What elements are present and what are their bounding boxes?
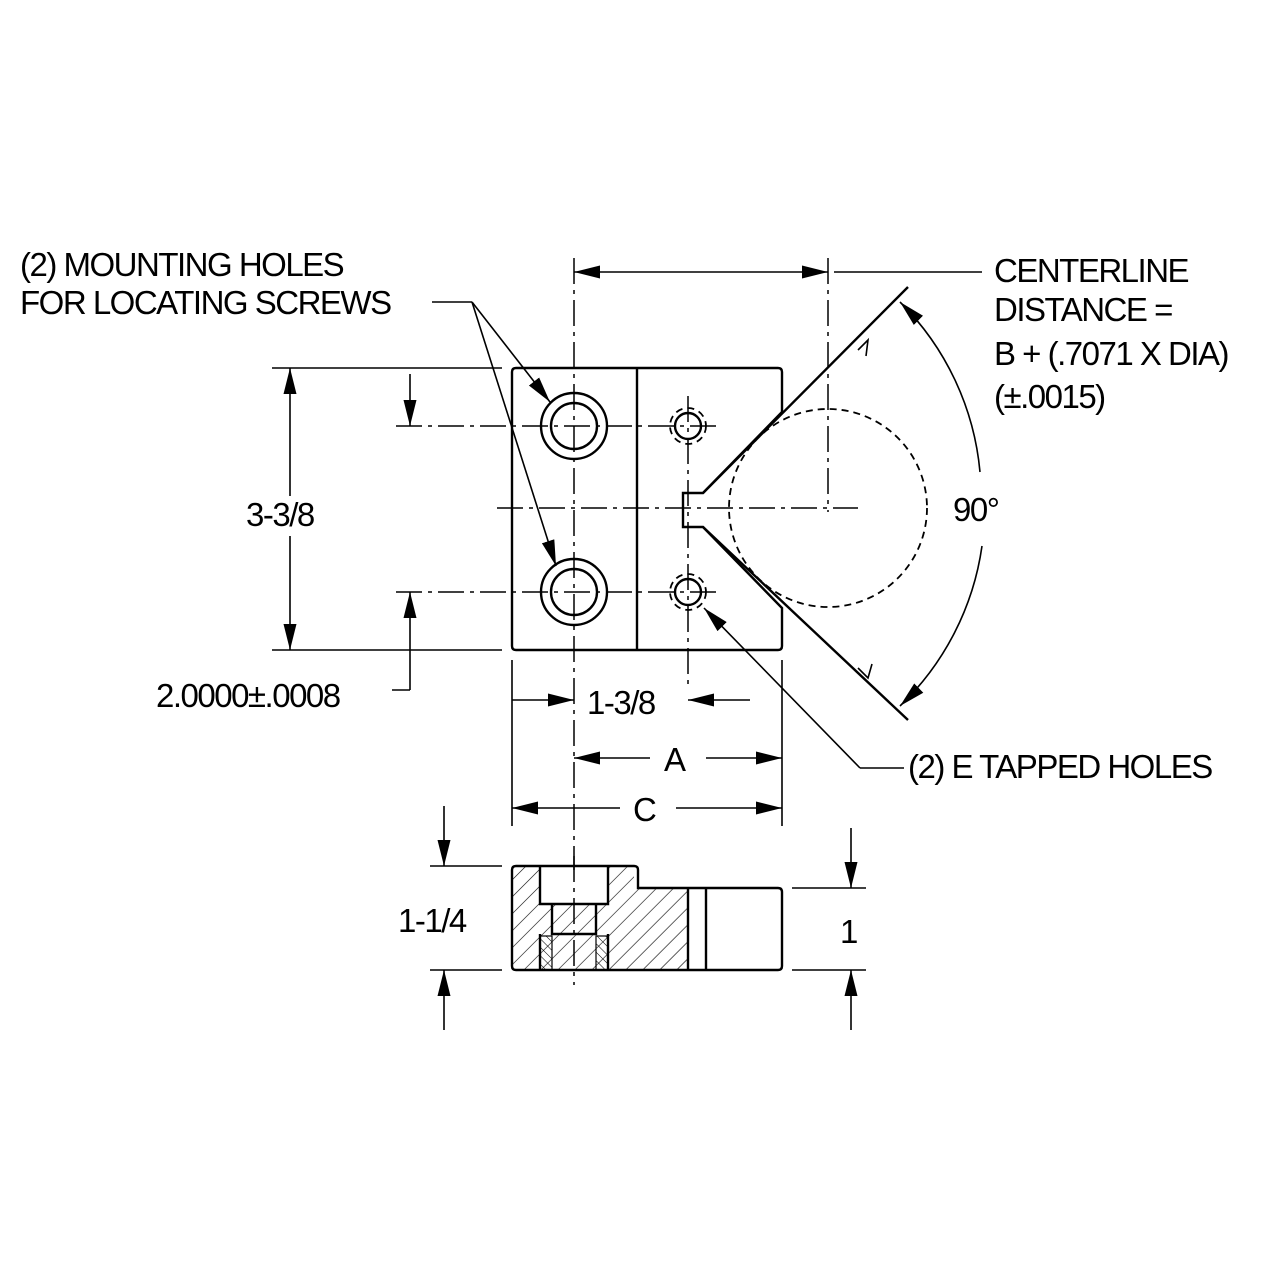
centerline-label-3: B + (.7071 X DIA) — [994, 335, 1228, 372]
side-outline — [510, 864, 784, 972]
thread-hatch-left — [539, 935, 553, 971]
angle-label: 90° — [953, 491, 999, 528]
dimension-c-label: C — [633, 791, 656, 828]
leaders — [432, 301, 904, 769]
vee-face-upper — [702, 286, 909, 494]
centerline-label-2: DISTANCE = — [994, 291, 1172, 328]
thickness-total-label: 1-1/4 — [398, 902, 467, 939]
vee-face-lower — [702, 526, 909, 721]
dimension-a-label: A — [664, 741, 686, 778]
side-view — [510, 856, 784, 985]
section-hatch — [512, 866, 688, 970]
centerline-label-4: (±.0015) — [994, 378, 1105, 415]
labels: (2) MOUNTING HOLES FOR LOCATING SCREWS C… — [20, 246, 1230, 950]
hole-spacing-label: 2.0000±.0008 — [156, 677, 340, 714]
block-outline — [510, 366, 784, 652]
mid-spacing-label: 1-3/8 — [587, 684, 655, 721]
height-dimension-label: 3-3/8 — [246, 496, 314, 533]
dimensions-side — [430, 806, 866, 1030]
mounting-holes-label-1: (2) MOUNTING HOLES — [20, 246, 344, 283]
mounting-holes-label-2: FOR LOCATING SCREWS — [20, 284, 391, 321]
dimensions-top — [272, 265, 983, 826]
test-cylinder-circle — [728, 408, 928, 608]
centerline-label-1: CENTERLINE — [994, 252, 1189, 289]
thickness-step-label: 1 — [840, 913, 857, 950]
tapped-holes-label: (2) E TAPPED HOLES — [908, 748, 1212, 785]
top-view — [396, 258, 928, 870]
thread-hatch-right — [595, 935, 609, 971]
